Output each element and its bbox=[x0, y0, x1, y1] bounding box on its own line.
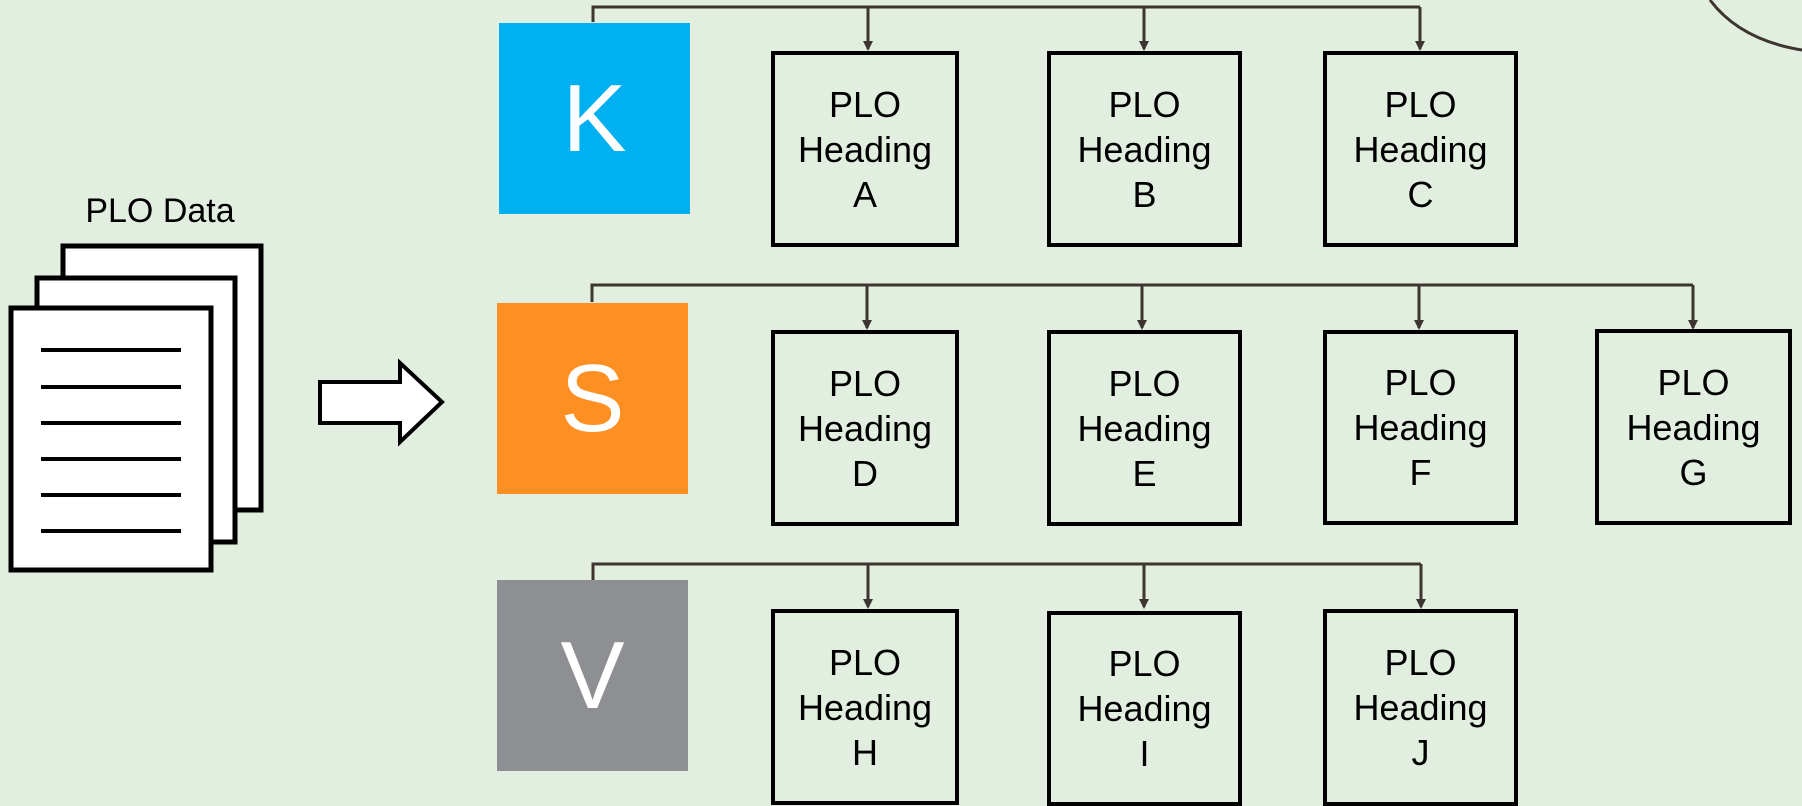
heading-label: Heading bbox=[797, 407, 933, 449]
heading-letter: D bbox=[852, 452, 878, 494]
partial-ellipse-outline bbox=[1708, 0, 1802, 52]
heading-letter: H bbox=[852, 731, 878, 773]
category-k-letter: K bbox=[562, 64, 627, 172]
heading-letter: I bbox=[1139, 733, 1150, 774]
category-k-box: K bbox=[499, 23, 690, 214]
connector-k bbox=[591, 5, 1425, 51]
plo-heading-box-j: PLO Heading J bbox=[1323, 609, 1518, 806]
heading-label: Heading bbox=[1353, 128, 1488, 170]
heading-label: Heading bbox=[797, 686, 933, 728]
plo-label: PLO bbox=[828, 641, 902, 683]
plo-heading-box-c: PLO Heading C bbox=[1323, 51, 1518, 247]
heading-label: Heading bbox=[1077, 407, 1212, 449]
plo-label: PLO bbox=[828, 83, 902, 125]
plo-label: PLO bbox=[828, 362, 902, 404]
heading-letter: B bbox=[1132, 173, 1157, 215]
heading-letter: F bbox=[1409, 452, 1432, 493]
block-arrow-icon bbox=[318, 358, 445, 447]
heading-letter: E bbox=[1132, 452, 1157, 494]
heading-letter: J bbox=[1411, 732, 1430, 773]
category-s-box: S bbox=[497, 303, 688, 494]
plo-heading-box-g: PLO Heading G bbox=[1595, 329, 1792, 525]
category-v-box: V bbox=[497, 580, 688, 771]
heading-letter: G bbox=[1679, 451, 1708, 493]
category-s-letter: S bbox=[560, 344, 625, 452]
heading-label: Heading bbox=[797, 128, 933, 170]
plo-heading-box-i: PLO Heading I bbox=[1047, 611, 1242, 806]
heading-letter: C bbox=[1407, 173, 1434, 215]
heading-label: Heading bbox=[1353, 687, 1488, 728]
plo-heading-box-h: PLO Heading H bbox=[771, 609, 959, 805]
plo-data-label: PLO Data bbox=[85, 192, 235, 230]
plo-label: PLO bbox=[1384, 83, 1457, 125]
heading-label: Heading bbox=[1077, 688, 1212, 729]
plo-heading-box-b: PLO Heading B bbox=[1047, 51, 1242, 247]
plo-label: PLO bbox=[1384, 362, 1457, 403]
heading-label: Heading bbox=[1353, 407, 1488, 448]
document-stack-icon bbox=[8, 243, 264, 573]
plo-heading-box-a: PLO Heading A bbox=[771, 51, 959, 247]
plo-label: PLO bbox=[1108, 362, 1181, 404]
plo-label: PLO bbox=[1108, 83, 1181, 125]
plo-heading-box-d: PLO Heading D bbox=[771, 330, 959, 526]
category-v-letter: V bbox=[560, 621, 625, 729]
plo-heading-box-f: PLO Heading F bbox=[1323, 330, 1518, 525]
plo-label: PLO bbox=[1384, 642, 1457, 683]
connector-v bbox=[591, 562, 1426, 609]
heading-label: Heading bbox=[1077, 128, 1212, 170]
plo-label: PLO bbox=[1108, 643, 1181, 684]
heading-letter: A bbox=[852, 173, 877, 215]
connector-s bbox=[590, 283, 1698, 330]
heading-label: Heading bbox=[1626, 406, 1761, 448]
plo-heading-box-e: PLO Heading E bbox=[1047, 330, 1242, 526]
plo-label: PLO bbox=[1657, 361, 1730, 403]
